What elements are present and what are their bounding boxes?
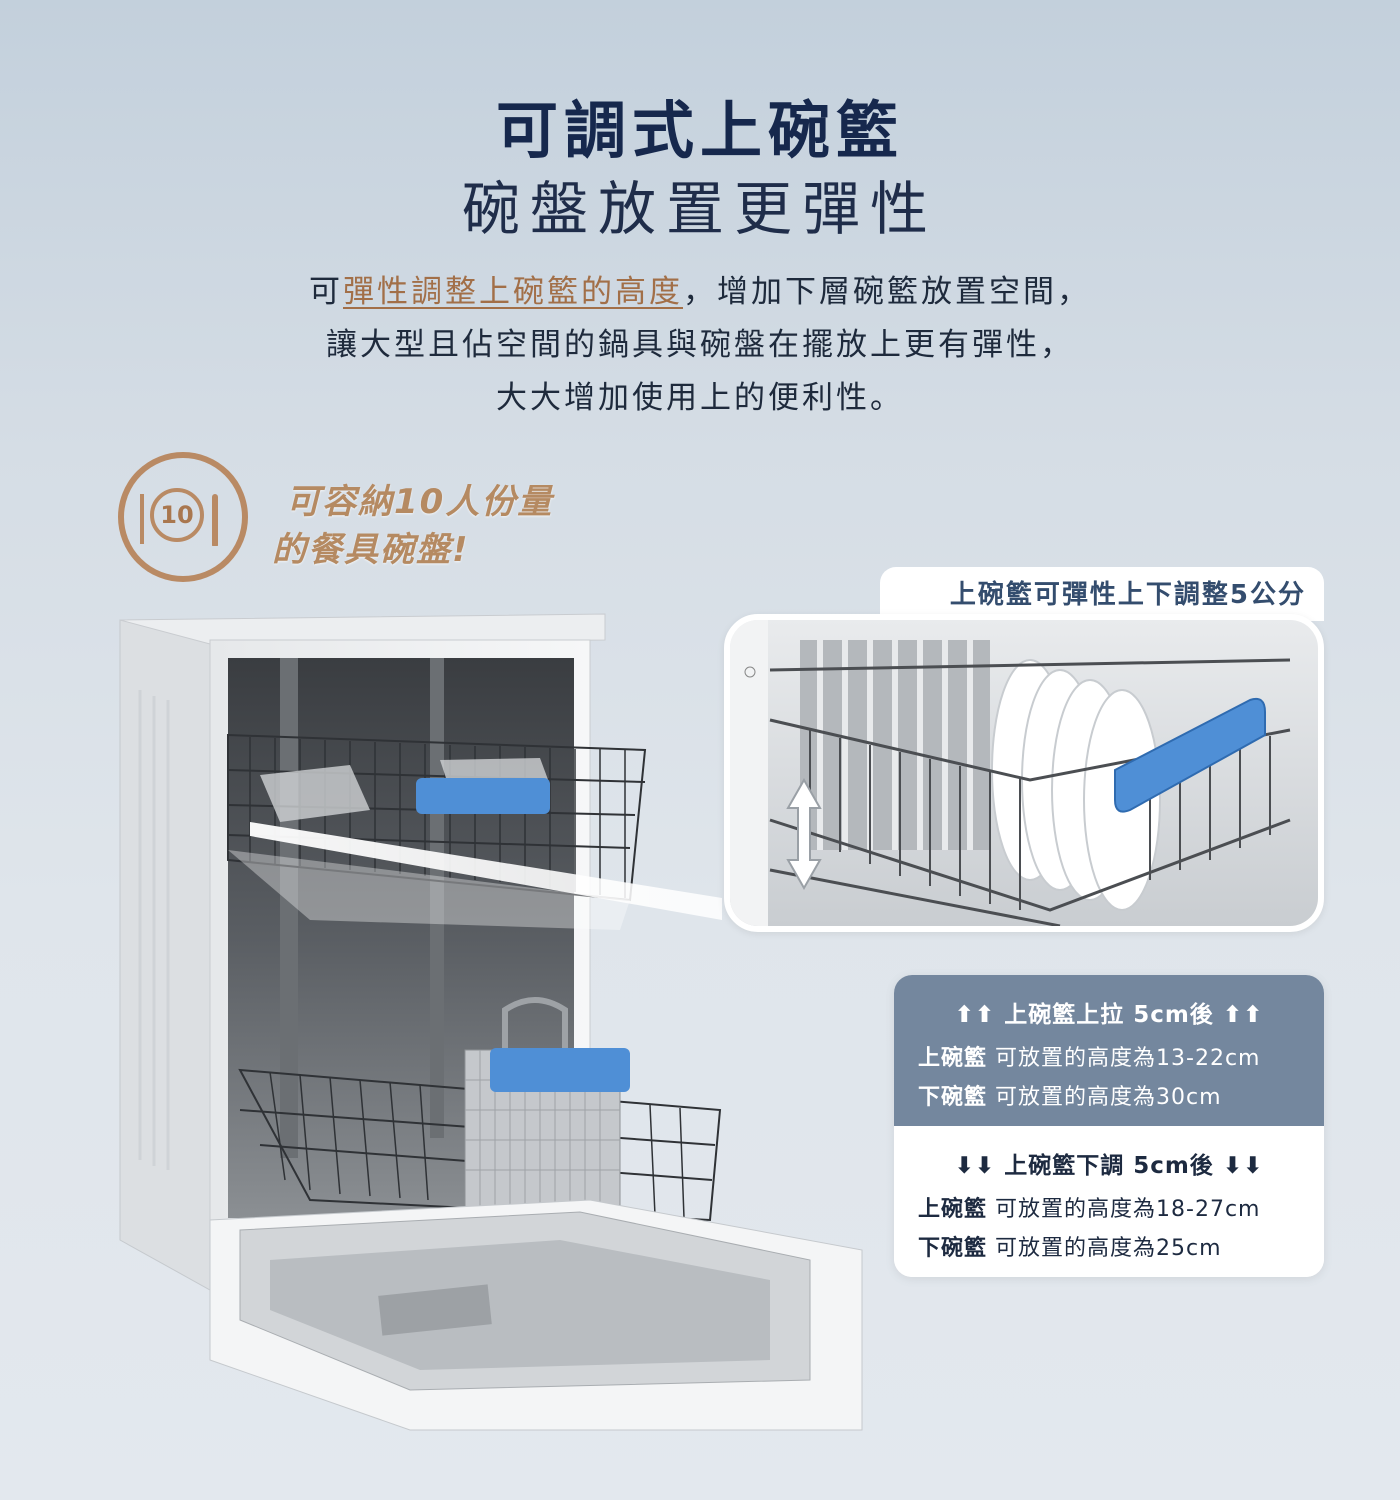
lower-rack-height: 可放置的高度為30cm bbox=[995, 1085, 1222, 1110]
up-arrows-icon: ⬆⬆ bbox=[954, 1002, 996, 1028]
description-line-2: 讓大型且佔空間的鍋具與碗盤在擺放上更有彈性， bbox=[326, 327, 1074, 363]
upper-rack-label: 上碗籃 bbox=[918, 1197, 988, 1222]
info-raised-upper: 上碗籃可放置的高度為13-22cm bbox=[894, 1039, 1324, 1078]
info-lowered-lower: 下碗籃可放置的高度為25cm bbox=[894, 1229, 1324, 1268]
description-line-3: 大大增加使用上的便利性。 bbox=[496, 380, 904, 416]
page-title: 可調式上碗籃 bbox=[495, 94, 904, 167]
description: 可彈性調整上碗籃的高度，增加下層碗籃放置空間， 讓大型且佔空間的鍋具與碗盤在擺放… bbox=[0, 266, 1400, 425]
down-arrows-icon: ⬇⬇ bbox=[954, 1153, 996, 1179]
lower-rack-label: 下碗籃 bbox=[918, 1085, 988, 1110]
capacity-line-2: 的餐具碗盤! bbox=[272, 530, 470, 570]
dishwasher-illustration bbox=[119, 613, 863, 1431]
upper-rack-label: 上碗籃 bbox=[918, 1046, 988, 1071]
info-raised-section: ⬆⬆ 上碗籃上拉 5cm後 ⬆⬆ 上碗籃可放置的高度為13-22cm 下碗籃可放… bbox=[894, 975, 1324, 1126]
description-suffix: ，增加下層碗籃放置空間， bbox=[683, 274, 1091, 310]
up-down-arrow-icon bbox=[786, 777, 822, 891]
info-lowered-section: ⬇⬇ 上碗籃下調 5cm後 ⬇⬇ 上碗籃可放置的高度為18-27cm 下碗籃可放… bbox=[894, 1126, 1324, 1277]
info-lowered-title: 上碗籃下調 5cm後 bbox=[1004, 1153, 1214, 1179]
description-prefix: 可 bbox=[309, 274, 343, 310]
capacity-line-1: 可容納10人份量 bbox=[286, 482, 554, 522]
lower-rack-height: 可放置的高度為25cm bbox=[995, 1236, 1222, 1261]
description-line-1: 可彈性調整上碗籃的高度，增加下層碗籃放置空間， bbox=[0, 266, 1400, 319]
zoom-rack-detail bbox=[724, 614, 1324, 932]
zoom-label: 上碗籃可彈性上下調整5公分 bbox=[880, 567, 1324, 621]
upper-rack-height: 可放置的高度為13-22cm bbox=[995, 1046, 1261, 1071]
plate-cutlery-icon: 10 bbox=[118, 452, 248, 582]
height-info-card: ⬆⬆ 上碗籃上拉 5cm後 ⬆⬆ 上碗籃可放置的高度為13-22cm 下碗籃可放… bbox=[894, 975, 1324, 1277]
info-raised-title: 上碗籃上拉 5cm後 bbox=[1004, 1002, 1214, 1028]
knife-icon bbox=[212, 494, 218, 546]
lower-rack-label: 下碗籃 bbox=[918, 1236, 988, 1261]
badge-number: 10 bbox=[150, 488, 204, 542]
info-lowered-heading: ⬇⬇ 上碗籃下調 5cm後 ⬇⬇ bbox=[894, 1146, 1324, 1180]
page-subtitle: 碗盤放置更彈性 bbox=[461, 175, 938, 243]
info-lowered-upper: 上碗籃可放置的高度為18-27cm bbox=[894, 1190, 1324, 1229]
description-highlight: 彈性調整上碗籃的高度 bbox=[343, 274, 683, 310]
fork-icon bbox=[140, 494, 144, 544]
upper-rack-height: 可放置的高度為18-27cm bbox=[995, 1197, 1261, 1222]
rack-closeup-illustration bbox=[730, 620, 1318, 926]
up-arrows-icon: ⬆⬆ bbox=[1222, 1002, 1264, 1028]
capacity-badge-text: 可容納10人份量 的餐具碗盤! bbox=[272, 478, 553, 574]
info-raised-heading: ⬆⬆ 上碗籃上拉 5cm後 ⬆⬆ bbox=[894, 995, 1324, 1029]
info-raised-lower: 下碗籃可放置的高度為30cm bbox=[894, 1078, 1324, 1117]
down-arrows-icon: ⬇⬇ bbox=[1222, 1153, 1264, 1179]
